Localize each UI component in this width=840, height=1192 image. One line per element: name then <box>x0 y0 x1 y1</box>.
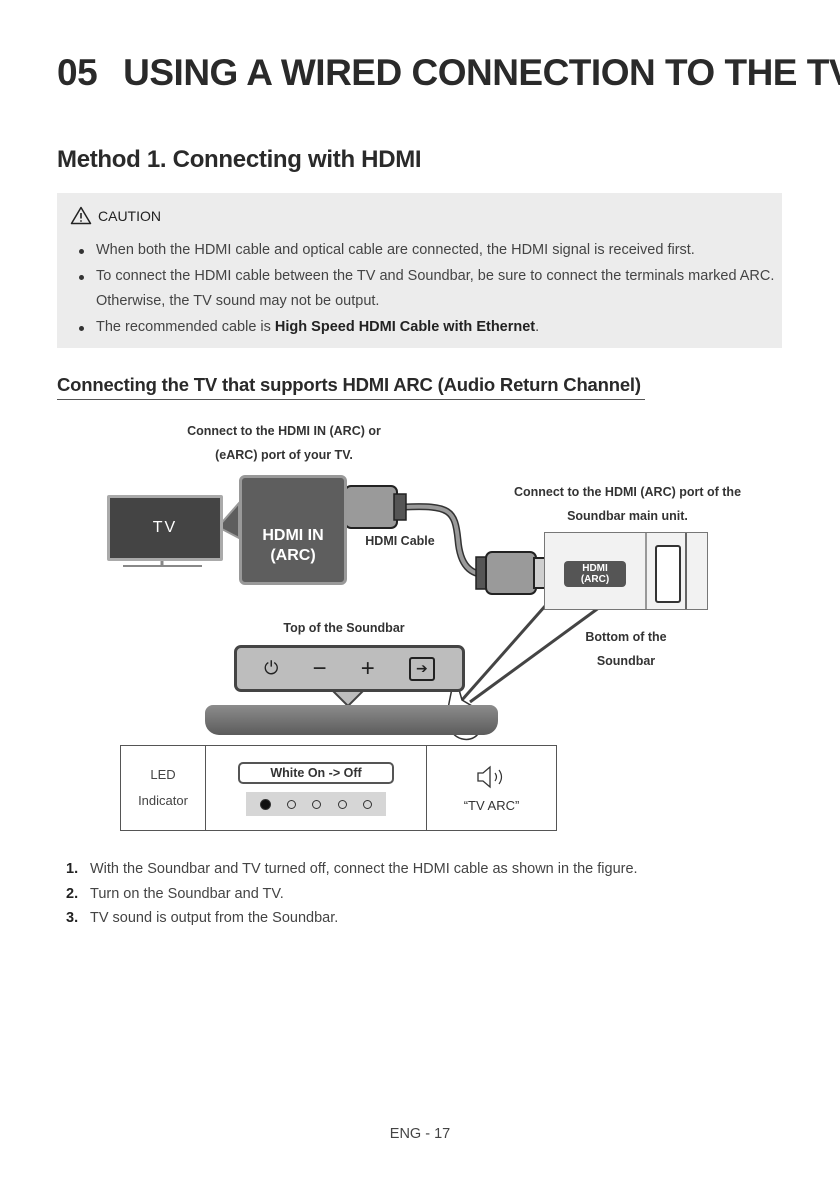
caution-list: When both the HDMI cable and optical cab… <box>76 238 776 340</box>
led-dot <box>312 799 322 809</box>
soundbar-illustration <box>205 705 498 735</box>
caution-item: When both the HDMI cable and optical cab… <box>76 238 776 264</box>
led-dot <box>362 799 372 809</box>
power-icon: ⏻ <box>264 658 279 678</box>
step-item: 3.TV sound is output from the Soundbar. <box>66 910 339 926</box>
bottom-label: Bottom of the Soundbar <box>585 630 667 668</box>
soundbar-port-note: Connect to the HDMI (ARC) port of the So… <box>513 485 742 523</box>
top-label: Top of the Soundbar <box>283 621 405 635</box>
caution-header: CAUTION <box>70 206 161 225</box>
caution-box <box>57 193 782 348</box>
source-icon: ➔ <box>408 656 435 681</box>
chapter-title: 05 USING A WIRED CONNECTION TO THE TV <box>57 52 840 94</box>
soundbar-port-panel: HDMI (ARC) <box>544 532 708 610</box>
tv-hdmi-port-panel: HDMI IN (ARC) <box>239 475 347 585</box>
steps-list: 1.With the Soundbar and TV turned off, c… <box>66 857 638 931</box>
voice-prompt: “TV ARC” <box>463 797 520 813</box>
method-heading: Method 1. Connecting with HDMI <box>57 146 422 173</box>
led-indicator-table: LED Indicator White On -> Off “TV ARC” <box>120 745 557 831</box>
recommended-cable: High Speed HDMI Cable with Ethernet <box>274 318 536 335</box>
tv-illustration: TV <box>107 495 223 561</box>
tv-port-note: Connect to the HDMI IN (ARC) or (eARC) p… <box>187 424 381 462</box>
port-arc-label: (ARC) <box>580 574 610 585</box>
step-item: 1.With the Soundbar and TV turned off, c… <box>66 861 638 877</box>
chapter-number: 05 <box>57 52 98 93</box>
port-label: HDMI <box>582 563 608 574</box>
led-dots <box>246 792 386 816</box>
step-item: 2.Turn on the Soundbar and TV. <box>66 885 284 902</box>
page-footer: ENG - 17 <box>389 1126 451 1142</box>
volume-down-icon: − <box>312 654 327 682</box>
caution-item: To connect the HDMI cable between the TV… <box>76 264 776 315</box>
led-dot <box>287 799 297 809</box>
tv-label: TV <box>152 519 178 536</box>
caution-title: CAUTION <box>98 207 161 224</box>
hdmi-in-label: HDMI IN <box>262 527 324 544</box>
led-indicator-label: Indicator <box>138 793 188 808</box>
soundbar-top-buttons: ⏻ − + ➔ <box>234 645 465 692</box>
volume-up-icon: + <box>360 654 375 682</box>
warning-icon <box>70 206 92 225</box>
caution-item: The recommended cable is High Speed HDMI… <box>76 315 776 341</box>
led-state: White On -> Off <box>238 762 394 784</box>
section-heading: Connecting the TV that supports HDMI ARC… <box>57 374 645 400</box>
hdmi-in-arc-label: (ARC) <box>270 547 316 564</box>
led-dot <box>337 799 347 809</box>
cable-label: HDMI Cable <box>365 534 435 548</box>
speaker-icon <box>476 765 502 788</box>
led-dot-on <box>260 798 272 810</box>
led-label: LED <box>150 767 176 782</box>
chapter-title-text: USING A WIRED CONNECTION TO THE TV <box>123 52 840 93</box>
